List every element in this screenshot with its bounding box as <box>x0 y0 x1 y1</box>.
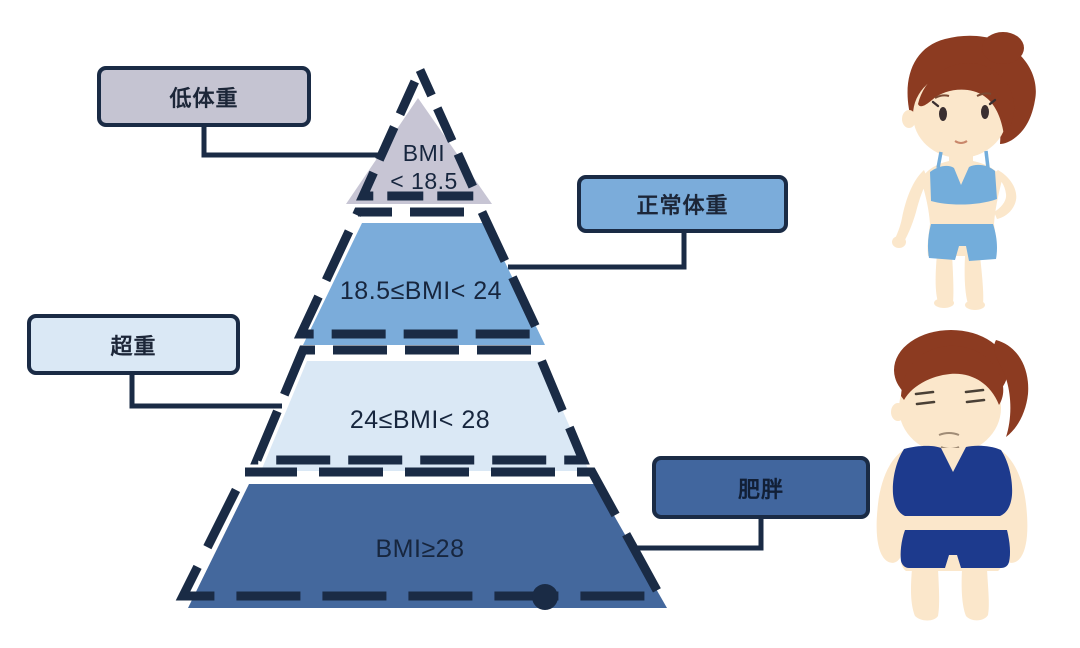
tier-normal-range: 18.5≤BMI< 24 <box>339 277 503 305</box>
slim-shorts <box>927 224 997 261</box>
label-box-underweight: 低体重 <box>97 66 311 127</box>
tier-overweight-outline <box>250 345 590 465</box>
slim-bra-top <box>930 164 997 205</box>
obese-left-closed-eye <box>915 400 936 406</box>
slim-right-eye <box>981 105 989 119</box>
slim-right-arm <box>993 170 1017 219</box>
tier-overweight-range: 24≤BMI< 28 <box>349 406 491 434</box>
connector-overweight <box>129 374 282 409</box>
obese-right-leg <box>961 569 989 621</box>
pyramid-tier-obese <box>175 467 668 610</box>
pyramid-tier-normal <box>293 207 547 345</box>
tier-normal-outline <box>293 207 547 339</box>
tier-overweight-fill <box>261 361 589 471</box>
normal-weight-woman-figure <box>892 32 1036 310</box>
slim-mouth <box>954 140 968 144</box>
obese-left-brow <box>914 390 935 396</box>
slim-hair-bun <box>982 32 1024 64</box>
obese-mouth <box>938 432 960 436</box>
slim-right-eyelash <box>988 98 997 106</box>
pyramid <box>129 59 764 610</box>
obese-shorts <box>900 530 1011 568</box>
obese-hair-fringe <box>901 345 1004 405</box>
pyramid-tier-underweight <box>346 59 492 204</box>
connector-normal <box>508 232 687 270</box>
slim-bra-strap-left <box>936 151 943 169</box>
tier-underweight-fill <box>346 98 492 204</box>
obese-left-leg <box>911 569 940 621</box>
slim-left-hand <box>892 236 906 248</box>
obese-face <box>899 362 1001 454</box>
slim-left-foot <box>934 298 954 308</box>
slim-left-brow <box>934 94 950 99</box>
tier-underweight-outline <box>356 59 484 201</box>
slim-right-foot <box>965 300 985 310</box>
tier-underweight-range-line1: BMI <box>402 140 446 166</box>
slim-bra-strap-right <box>984 150 990 169</box>
connector-underweight <box>201 126 382 158</box>
label-box-obese: 肥胖 <box>652 456 870 519</box>
connector-obese <box>633 518 764 551</box>
tier-obese-fill <box>188 484 667 608</box>
tier-obese-range: BMI≥28 <box>375 535 465 563</box>
slim-left-arm <box>895 170 928 243</box>
slim-right-leg <box>964 256 984 304</box>
tier-underweight-range-line2: < 18.5 <box>390 168 458 194</box>
slim-left-leg <box>935 254 954 302</box>
tier-normal-fill <box>303 223 545 345</box>
label-box-normal-weight: 正常体重 <box>577 175 788 233</box>
obese-right-closed-eye <box>965 398 986 404</box>
slim-left-eyelash <box>931 100 940 108</box>
obese-right-brow <box>964 388 985 394</box>
label-box-overweight: 超重 <box>27 314 240 375</box>
pyramid-tier-overweight <box>250 345 590 471</box>
obese-woman-figure <box>876 330 1029 621</box>
slim-left-eye <box>939 107 947 121</box>
base-dot <box>532 584 558 610</box>
slim-right-brow <box>976 92 992 97</box>
slim-hair-fringe <box>918 63 1015 137</box>
slim-ear <box>902 110 916 128</box>
obese-hair-ponytail <box>994 340 1029 437</box>
obese-top <box>892 445 1013 516</box>
